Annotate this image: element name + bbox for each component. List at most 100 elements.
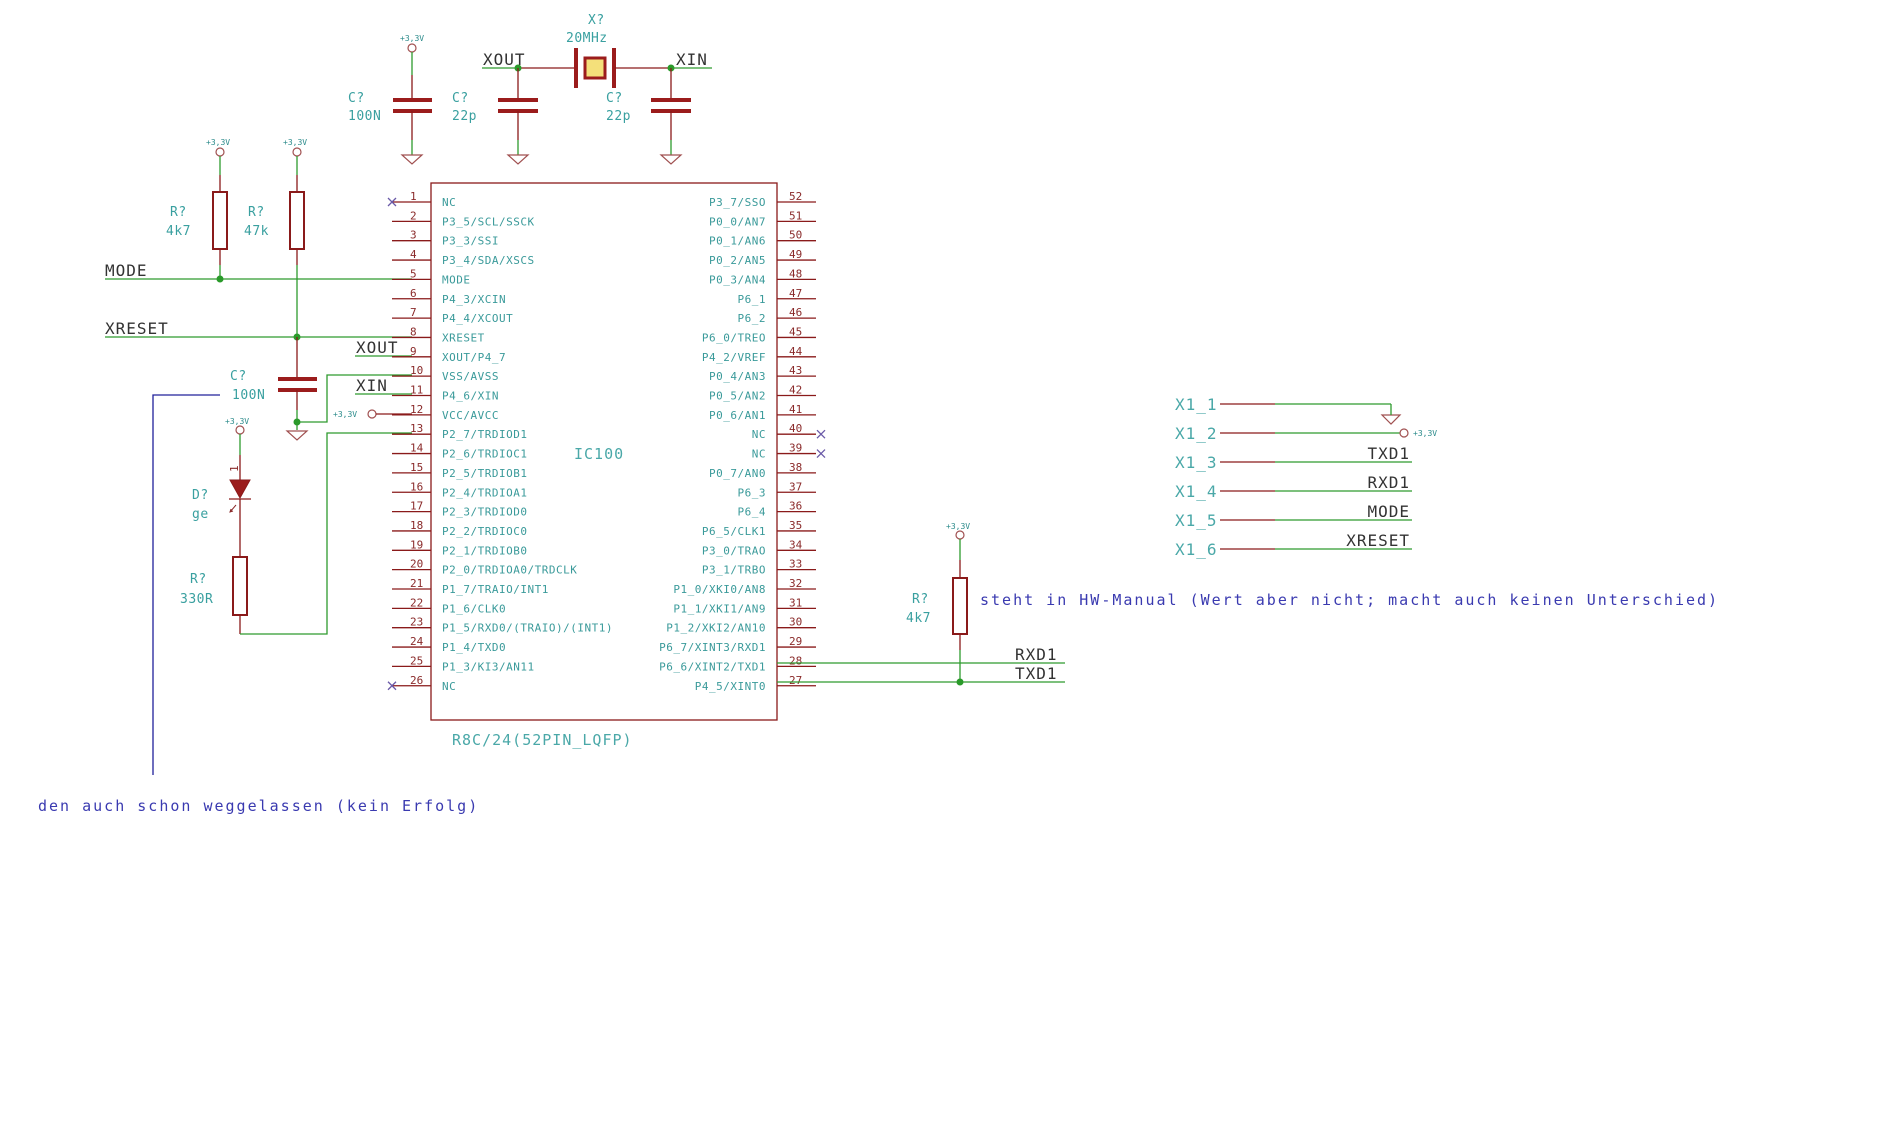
pin-number: 31 [789, 596, 802, 609]
reset-pullup-resistor[interactable]: +3,3V R? 47k [244, 138, 307, 337]
txd-pullup-resistor[interactable]: +3,3V R? 4k7 [906, 522, 970, 682]
connector-pin-label: X1_5 [1175, 511, 1218, 530]
power-label: +3,3V [333, 410, 357, 419]
resistor-value: 47k [244, 224, 269, 239]
reset-cap-100n[interactable]: C? 100N [230, 337, 317, 441]
pin-number: 26 [410, 674, 423, 687]
pin-name: P1_7/TRAIO/INT1 [442, 583, 549, 596]
crystal-ref: X? [588, 13, 605, 28]
pin-number: 17 [410, 500, 423, 513]
pin-number: 11 [410, 384, 423, 397]
decoupling-cap-100n[interactable]: +3,3V C? 100N [348, 34, 432, 165]
pin-name: P1_0/XKI0/AN8 [673, 583, 766, 596]
connector-pin-1[interactable]: X1_1 [1175, 395, 1391, 414]
net-mode[interactable]: MODE [105, 261, 412, 283]
pin-number: 38 [789, 461, 802, 474]
led-pin-number: 1 [228, 465, 241, 472]
pin-number: 47 [789, 287, 802, 300]
net-rxd1[interactable]: RXD1 [777, 645, 1065, 664]
resistor-value: 4k7 [166, 224, 191, 239]
resistor-value: 330R [180, 592, 213, 607]
pin-name: P0_0/AN7 [709, 215, 766, 228]
pin-number: 15 [410, 461, 423, 474]
pin-name: NC [442, 196, 456, 209]
cap-ref: C? [230, 369, 247, 384]
net-label-xreset: XRESET [105, 319, 169, 338]
mode-pullup-resistor[interactable]: +3,3V R? 4k7 [166, 138, 230, 279]
pin-number: 1 [410, 190, 417, 203]
ic-pin-1[interactable]: 1 NC [387, 190, 456, 209]
junction-dot [216, 275, 224, 283]
crystal-circuit[interactable]: XOUT XIN X? 20MHz C? 22p C? 22p [452, 13, 712, 165]
pin-name: P6_2 [738, 312, 767, 325]
led-icon [229, 479, 251, 500]
pin-number: 4 [410, 248, 417, 261]
pin-name: P1_2/XKI2/AN10 [666, 622, 766, 635]
net-vss[interactable] [297, 374, 412, 423]
pin-number: 19 [410, 538, 423, 551]
pin-name: P6_5/CLK1 [702, 525, 766, 538]
pin-name: VSS/AVSS [442, 370, 499, 383]
connector-pin-2[interactable]: X1_2 [1175, 424, 1400, 443]
led-circuit[interactable]: +3,3V 1 D? ge R? 330R [180, 417, 412, 635]
net-txd1[interactable]: TXD1 [777, 664, 1065, 686]
